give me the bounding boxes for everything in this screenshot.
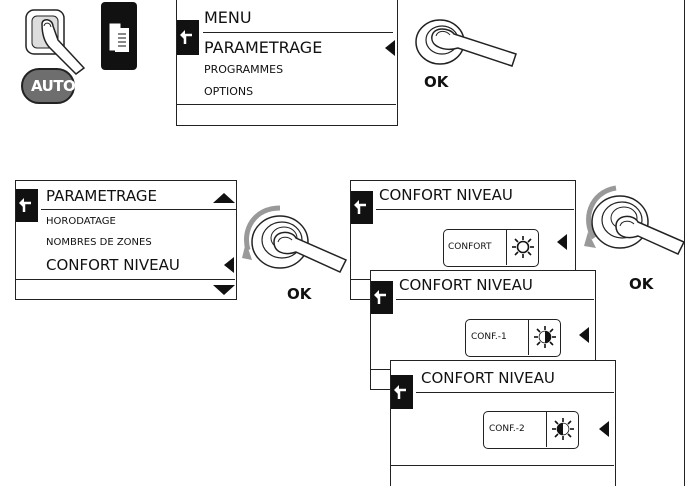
confort-value-box-3[interactable]: CONF.-2	[483, 411, 579, 449]
menu-title: MENU	[204, 8, 252, 27]
auto-label: AUTO	[31, 77, 76, 95]
confort-title-2: CONFORT NIVEAU	[399, 276, 533, 294]
parametrage-title: PARAMETRAGE	[46, 187, 157, 205]
back-arrow-icon	[19, 198, 31, 212]
confort-title-1: CONFORT NIVEAU	[379, 186, 513, 204]
value-divider	[528, 320, 529, 355]
confort-divider-bottom-3	[391, 465, 614, 466]
confort-title-3: CONFORT NIVEAU	[421, 369, 555, 387]
ok-press-icon	[415, 19, 517, 67]
back-button[interactable]	[177, 20, 199, 55]
selector-triangle-icon	[599, 421, 609, 437]
back-button[interactable]	[16, 189, 38, 222]
confort-divider-top-1	[376, 209, 574, 210]
ok-label-right: OK	[629, 275, 654, 293]
confort-value-2: CONF.-1	[471, 332, 507, 342]
confort-screen-3: CONFORT NIVEAU CONF.-2	[390, 360, 616, 486]
sun-icon	[552, 418, 574, 440]
rotate-dial-icon	[584, 185, 686, 255]
menu-item-parametrage[interactable]: PARAMETRAGE	[204, 38, 323, 57]
value-divider	[546, 412, 547, 447]
scroll-up-icon[interactable]	[213, 193, 235, 203]
back-arrow-icon	[394, 385, 406, 399]
finger-press-icon	[25, 9, 86, 75]
scroll-down-icon[interactable]	[213, 285, 235, 295]
value-divider	[506, 230, 507, 265]
menu-pages-icon	[109, 23, 129, 52]
menu-screen: MENU PARAMETRAGE PROGRAMMES OPTIONS	[176, 0, 398, 126]
parametrage-divider-top	[41, 209, 236, 210]
parametrage-divider-bottom	[16, 279, 235, 280]
parametrage-screen: PARAMETRAGE HORODATAGE NOMBRES DE ZONES …	[15, 180, 237, 300]
selector-triangle-icon	[385, 40, 395, 56]
ok-label-top: OK	[424, 73, 449, 91]
back-button[interactable]	[391, 375, 413, 409]
sun-icon	[512, 236, 534, 258]
back-arrow-icon	[354, 200, 366, 214]
parametrage-item-zones[interactable]: NOMBRES DE ZONES	[46, 237, 152, 248]
confort-value-box-1[interactable]: CONFORT	[443, 229, 539, 267]
sun-icon	[534, 326, 556, 348]
back-button[interactable]	[371, 281, 393, 314]
confort-value-1: CONFORT	[448, 242, 492, 252]
back-button[interactable]	[351, 191, 373, 224]
menu-item-options[interactable]: OPTIONS	[204, 85, 254, 98]
confort-value-box-2[interactable]: CONF.-1	[465, 319, 561, 357]
menu-divider-bottom	[177, 104, 396, 105]
menu-divider-top	[203, 32, 393, 33]
menu-item-programmes[interactable]: PROGRAMMES	[204, 63, 284, 76]
back-arrow-icon	[180, 30, 192, 44]
selector-triangle-icon	[579, 327, 589, 343]
rotate-dial-icon	[242, 205, 348, 273]
auto-badge[interactable]: AUTO	[21, 68, 76, 104]
confort-divider-top-3	[416, 392, 614, 393]
right-border-line	[684, 0, 685, 486]
confort-divider-top-2	[396, 299, 594, 300]
selector-triangle-icon	[224, 257, 234, 273]
selector-triangle-icon	[557, 234, 567, 250]
back-arrow-icon	[374, 290, 386, 304]
parametrage-item-horodatage[interactable]: HORODATAGE	[46, 216, 116, 227]
parametrage-item-confort[interactable]: CONFORT NIVEAU	[46, 256, 180, 274]
ok-label-left: OK	[287, 285, 312, 303]
confort-value-3: CONF.-2	[489, 424, 525, 434]
